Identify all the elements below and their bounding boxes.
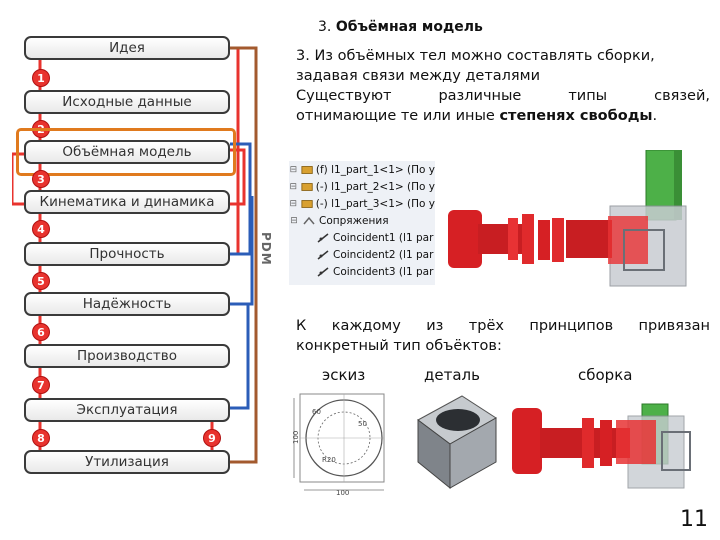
tree-row[interactable]: ⊟ (-) l1_part_3<1> (По у	[289, 195, 435, 212]
stage-strength: Прочность	[24, 242, 230, 266]
part-icon	[301, 182, 313, 191]
slide-heading: 3. Объёмная модель	[318, 19, 483, 35]
dim-circle: 50	[358, 420, 367, 428]
para-line: задавая связи между деталями	[296, 68, 541, 84]
para-line: отнимающие те или иные степенях свободы.	[296, 106, 710, 126]
para-line: Существуют различные типы связей,	[296, 88, 710, 104]
label-assembly: сборка	[578, 366, 633, 384]
para-line: 3. Из объёмных тел можно составлять сбор…	[296, 48, 655, 64]
tree-label: (-) l1_part_3<1> (По у	[315, 197, 435, 210]
coincident-icon	[317, 266, 329, 277]
sketch-drawing: 60 100 50 R20 100	[292, 393, 385, 496]
paragraph-object-types: К каждому из трёх принципов привязан кон…	[296, 316, 710, 356]
part-icon	[301, 199, 313, 208]
part-render-image	[417, 395, 497, 490]
assembly-render-image	[448, 150, 687, 287]
stage-label: Эксплуатация	[76, 402, 178, 418]
stage-solid-model: Объёмная модель	[24, 140, 230, 164]
tree-row[interactable]: Coincident3 (l1 par	[289, 263, 435, 280]
tree-label: Coincident1 (l1 par	[333, 231, 434, 244]
tree-row[interactable]: ⊟ Сопряжения	[289, 212, 435, 229]
tree-label: Coincident3 (l1 par	[333, 265, 434, 278]
stage-label: Производство	[77, 348, 177, 364]
stage-label: Надёжность	[82, 296, 172, 312]
tree-label: Coincident2 (l1 par	[333, 248, 434, 261]
tree-row[interactable]: ⊟ (f) l1_part_1<1> (По у	[289, 161, 435, 178]
heading-title: Объёмная модель	[335, 19, 483, 35]
stage-number-3: 3	[32, 170, 50, 188]
expand-icon[interactable]: ⊟	[289, 181, 298, 192]
dim-top: 60	[312, 408, 321, 416]
tree-row[interactable]: Coincident2 (l1 par	[289, 246, 435, 263]
lifecycle-diagram: Идея 1 Исходные данные 2 Объёмная модель…	[12, 36, 258, 484]
assembly-small-image	[512, 403, 691, 489]
stage-label: Исходные данные	[62, 94, 192, 110]
para-text: отнимающие те или иные	[296, 108, 500, 124]
tree-label: Сопряжения	[319, 214, 389, 227]
para-line: конкретный тип объёктов:	[296, 338, 502, 354]
heading-prefix: 3.	[318, 19, 336, 35]
stage-reliability: Надёжность	[24, 292, 230, 316]
stage-number-6: 6	[32, 323, 50, 341]
pdm-label: PDM	[259, 232, 273, 292]
tree-row[interactable]: Coincident1 (l1 par	[289, 229, 435, 246]
feature-tree-panel: ⊟ (f) l1_part_1<1> (По у ⊟ (-) l1_part_2<1…	[289, 161, 435, 285]
stage-label: Утилизация	[85, 454, 169, 470]
stage-number-5: 5	[32, 272, 50, 290]
stage-label: Идея	[109, 40, 145, 56]
dim-bottom: 100	[336, 489, 349, 496]
expand-icon[interactable]: ⊟	[290, 215, 298, 226]
label-part: деталь	[424, 366, 480, 384]
stage-input-data: Исходные данные	[24, 90, 230, 114]
pdm-text: PDM	[259, 232, 273, 266]
current-stage-highlight	[16, 128, 236, 176]
paragraph-assemblies: 3. Из объёмных тел можно составлять сбор…	[296, 46, 710, 126]
dim-radius: R20	[322, 456, 336, 464]
stage-number-8: 8	[32, 429, 50, 447]
stage-kinematics: Кинематика и динамика	[24, 190, 230, 214]
label-sketch: эскиз	[322, 366, 366, 384]
expand-icon[interactable]: ⊟	[289, 198, 298, 209]
tree-label: (-) l1_part_2<1> (По у	[315, 180, 435, 193]
mates-icon	[303, 216, 315, 224]
stage-number-1: 1	[32, 69, 50, 87]
stage-label: Прочность	[89, 246, 165, 262]
stage-idea: Идея	[24, 36, 230, 60]
stage-production: Производство	[24, 344, 230, 368]
coincident-icon	[317, 249, 329, 260]
stage-operation: Эксплуатация	[24, 398, 230, 422]
stage-number-9: 9	[203, 429, 221, 447]
stage-label: Объёмная модель	[62, 144, 192, 160]
para-text: .	[652, 108, 658, 124]
part-icon	[301, 165, 313, 174]
dim-left: 100	[292, 431, 300, 444]
tree-label: (f) l1_part_1<1> (По у	[315, 163, 435, 176]
stage-number-4: 4	[32, 220, 50, 238]
stage-label: Кинематика и динамика	[39, 194, 215, 210]
page-number: 11	[680, 507, 708, 532]
stage-disposal: Утилизация	[24, 450, 230, 474]
coincident-icon	[317, 232, 329, 243]
expand-icon[interactable]: ⊟	[289, 164, 298, 175]
para-bold: степенях свободы	[499, 108, 653, 124]
tree-row[interactable]: ⊟ (-) l1_part_2<1> (По у	[289, 178, 435, 195]
para-line: К каждому из трёх принципов привязан	[296, 318, 710, 334]
stage-number-7: 7	[32, 376, 50, 394]
